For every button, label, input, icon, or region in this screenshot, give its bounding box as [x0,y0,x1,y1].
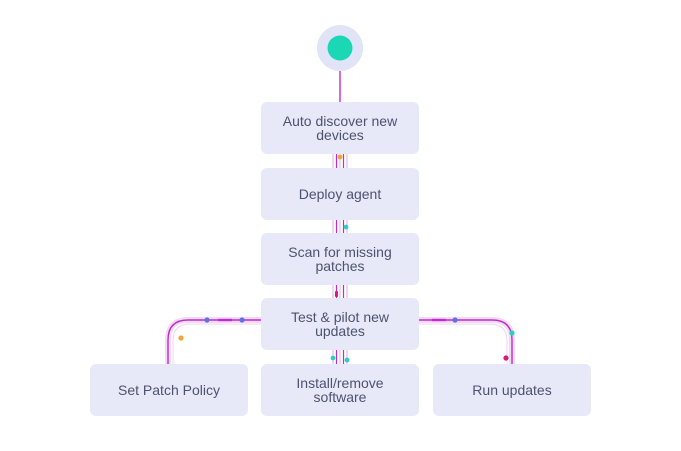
step-set-patch-policy: Set Patch Policy [90,364,248,416]
step-label: Run updates [472,382,552,398]
connector-discover-to-deploy [332,154,348,168]
flow-dot [337,154,343,160]
flow-dot [452,317,458,323]
connector-scan-to-test [332,285,348,298]
step-deploy-agent: Deploy agent [261,168,419,220]
step-label: Scan for missing patches [288,244,392,274]
flow-dot [343,224,349,230]
flow-dot [178,335,184,341]
flow-dot [239,317,245,323]
flow-dot [204,317,210,323]
flow-dot [344,357,350,363]
flow-dot [509,330,515,336]
connector-test-to-policy [165,317,264,367]
start-node [327,35,353,61]
step-run-updates: Run updates [433,364,591,416]
step-label: Set Patch Policy [118,382,220,398]
flow-dot [503,355,509,361]
step-scan-patches: Scan for missing patches [261,233,419,285]
flow-dot [335,291,338,297]
connector-test-to-install [330,350,350,364]
connector-test-to-run [416,317,515,367]
step-label: Deploy agent [298,186,382,202]
step-test-pilot: Test & pilot new updates [261,298,419,350]
step-label: Test & pilot new updates [290,309,390,339]
connector-deploy-to-scan [332,220,349,233]
step-label: Install/remove software [296,375,384,405]
step-install-remove: Install/remove software [261,364,419,416]
step-label: Auto discover new devices [282,113,398,143]
flow-dot [330,355,336,361]
step-auto-discover: Auto discover new devices [261,102,419,154]
